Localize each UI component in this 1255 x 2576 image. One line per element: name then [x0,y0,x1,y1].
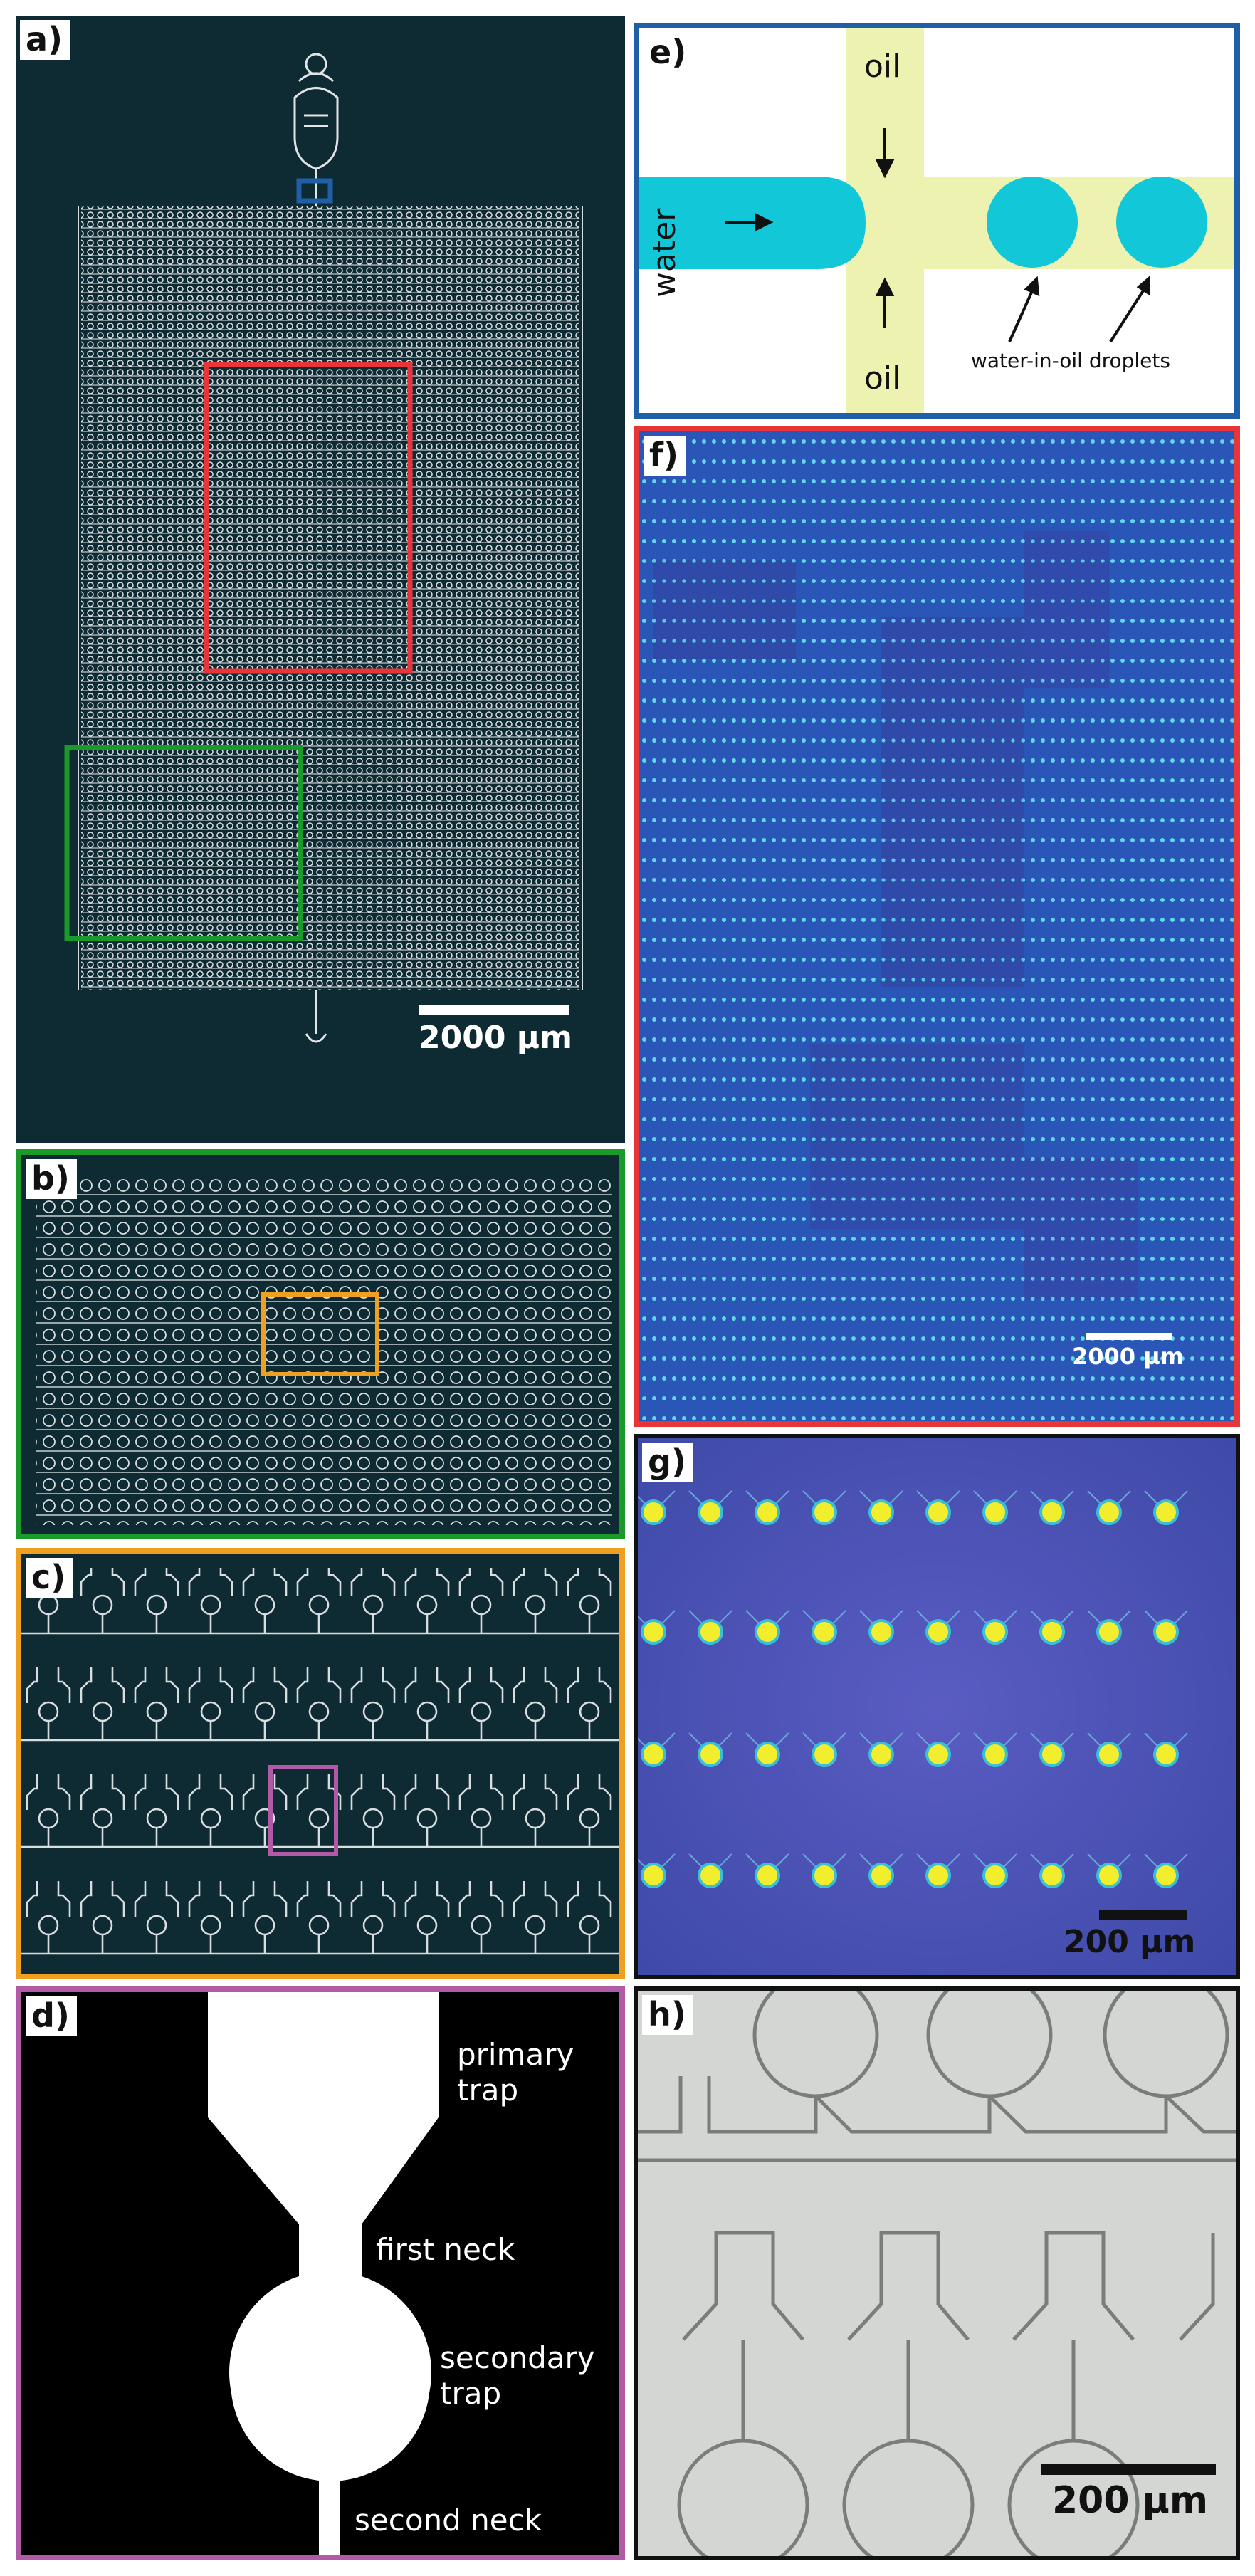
panel-d-label: d) [26,1996,77,2036]
trap-array [81,206,579,990]
panel-a-label: a) [20,20,70,60]
trapped-droplet [1153,1742,1179,1767]
trapped-droplet [641,1499,666,1525]
brightfield-traps-image [638,1991,1236,2556]
highlight-box-red [204,362,413,674]
trapped-droplet [698,1619,723,1645]
trapped-droplet [1039,1742,1065,1767]
label-oil-top: oil [864,48,900,85]
label-secondary: secondary [440,2340,595,2375]
trapped-droplet [868,1499,894,1525]
panel-d: d) primary trap first neck secondary tra… [16,1986,625,2560]
trapped-droplet [755,1499,780,1525]
trapped-droplet [812,1742,837,1767]
trapped-droplet [982,1742,1008,1767]
trapped-droplet [1039,1619,1065,1645]
chip-overview-drawing [64,53,583,1043]
trapped-droplet [982,1863,1008,1888]
trap-geometry: primary trap first neck secondary trap s… [208,1992,595,2555]
scale-label-g: 200 µm [1064,1924,1196,1960]
scale-bar-g [1099,1910,1187,1920]
trapped-droplet [982,1499,1008,1525]
label-primary: primary [457,2037,574,2072]
panel-f: f) 2000 µm [634,426,1240,1427]
trapped-droplet [1039,1863,1065,1888]
trapped-droplet [1096,1863,1122,1888]
trapped-droplet [698,1742,723,1767]
panel-f-label: f) [644,436,686,476]
panel-b: b) [16,1149,625,1539]
label-oil-bottom: oil [864,360,900,397]
highlight-box-green [64,745,303,941]
scale-label-a: 2000 µm [419,1020,573,1056]
droplet-1 [987,177,1078,268]
trapped-droplet [812,1619,837,1645]
trapped-droplet [812,1499,837,1525]
trapped-droplet [925,1742,951,1767]
highlight-box-blue [296,178,333,204]
trapped-droplet [868,1619,894,1645]
trapped-droplet [868,1863,894,1888]
trapped-droplet [641,1619,666,1645]
panel-c-label: c) [26,1558,73,1598]
droplet-2 [1116,177,1207,268]
label-droplets: water-in-oil droplets [971,349,1170,372]
trapped-droplet [925,1863,951,1888]
panel-h: h) 200 µm [634,1986,1240,2560]
trapped-droplet [641,1742,666,1767]
panel-b-label: b) [26,1159,77,1199]
trapped-droplet [982,1619,1008,1645]
trap-rows-zoom [36,1176,612,1525]
trapped-droplet [755,1863,780,1888]
trapped-droplet [755,1619,780,1645]
highlight-box-orange [261,1292,379,1376]
scale-label-h: 200 µm [1052,2479,1209,2522]
label-primary-trap: trap [457,2073,518,2108]
trapped-droplet [698,1863,723,1888]
outlet-structure [305,990,327,1043]
trapped-droplets-image [638,1438,1236,1975]
panel-e: e) oil oil water water-in-oil droplets [634,23,1240,419]
trapped-droplet [925,1499,951,1525]
trapped-droplet [698,1499,723,1525]
trap-rows-detail [21,1568,619,1974]
trapped-droplet [641,1863,666,1888]
trapped-droplet [925,1619,951,1645]
trapped-droplet [1096,1619,1122,1645]
panel-e-label: e) [644,33,694,73]
scale-bar-f [1086,1333,1172,1340]
trapped-droplet [1096,1742,1122,1767]
panel-c: c) [16,1548,625,1979]
scale-label-f: 2000 µm [1072,1343,1185,1370]
highlight-box-purple [268,1765,338,1856]
droplet-rows [638,1490,1188,1888]
trapped-droplet [812,1863,837,1888]
trapped-droplet [1153,1863,1179,1888]
trapped-droplet [755,1742,780,1767]
scale-bar-h [1041,2464,1216,2475]
trapped-droplet [1096,1499,1122,1525]
trapped-droplet [868,1742,894,1767]
scale-bar-a [419,1005,569,1015]
label-second-neck: second neck [355,2503,542,2538]
label-water: water [646,208,683,298]
label-first-neck: first neck [376,2232,515,2267]
trapped-droplet [1153,1499,1179,1525]
panel-h-label: h) [642,1995,693,2035]
panel-a: a) [16,16,625,1143]
panel-g-label: g) [642,1443,693,1482]
panel-g: g) 200 µm [634,1434,1240,1979]
droplet-generation-diagram: oil oil water water-in-oil droplets [639,28,1234,413]
trapped-droplet [1039,1499,1065,1525]
fluorescence-array-image [639,431,1234,1421]
inlet-structure [293,53,339,211]
trapped-droplet [1153,1619,1179,1645]
label-secondary-trap: trap [440,2376,501,2411]
